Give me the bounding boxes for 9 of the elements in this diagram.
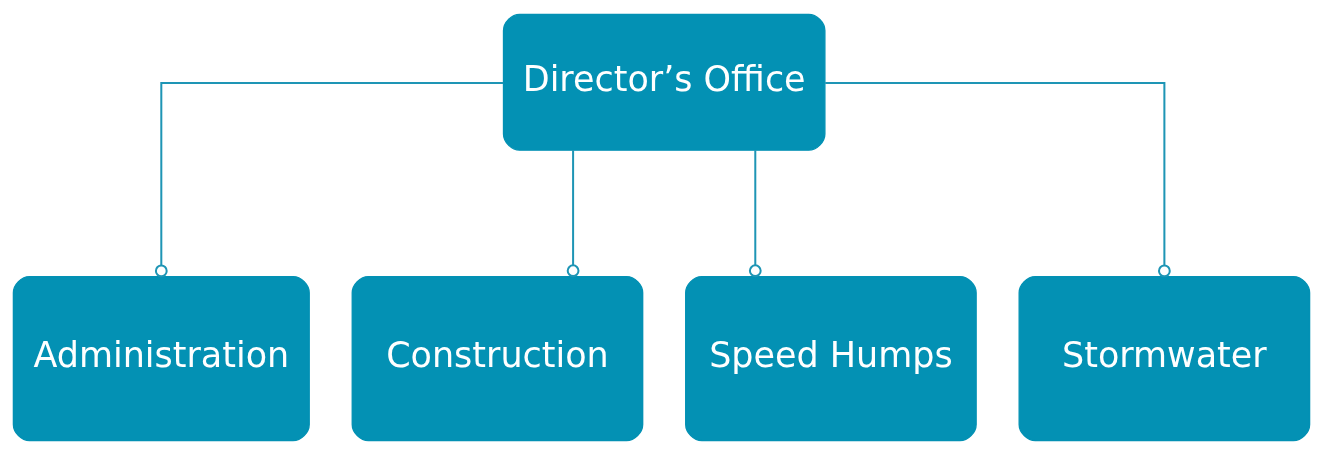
- node-box: Stormwater: [1018, 275, 1311, 442]
- node-box: Director’s Office: [502, 13, 826, 151]
- connector: [748, 150, 762, 278]
- node-box: Administration: [12, 275, 310, 442]
- node-box: Speed Humps: [685, 275, 977, 442]
- connector: [154, 81, 504, 278]
- connector: [566, 150, 580, 278]
- connector: [825, 81, 1171, 278]
- node-box: Construction: [351, 275, 644, 442]
